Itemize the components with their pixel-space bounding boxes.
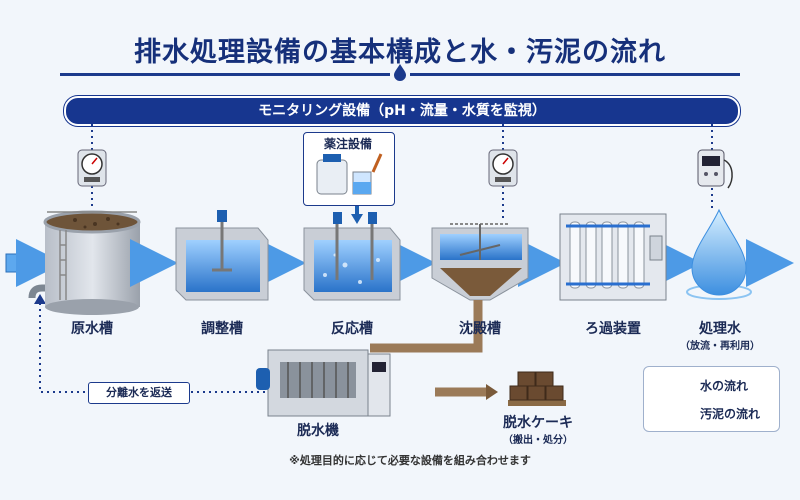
raw-water-tank xyxy=(43,210,141,315)
label-dewatering: 脱水機 xyxy=(297,423,339,439)
chemical-dosing-label: 薬注設備 xyxy=(307,135,389,152)
pressure-gauge-icon xyxy=(77,149,107,187)
return-arrowhead xyxy=(34,294,46,304)
legend: 水の流れ 汚泥の流れ xyxy=(643,366,780,432)
label-adjust-tank: 調整槽 xyxy=(201,321,243,337)
label-filtration: ろ過装置 xyxy=(585,321,641,337)
label-raw-tank: 原水槽 xyxy=(71,321,113,337)
water-quality-meter-icon xyxy=(697,149,733,189)
pressure-gauge-icon xyxy=(488,149,518,187)
dewatering-machine xyxy=(256,349,391,417)
chemical-dosing-icon xyxy=(316,153,383,195)
label-reaction-tank: 反応槽 xyxy=(331,321,373,337)
page-title: 排水処理設備の基本構成と水・汚泥の流れ xyxy=(134,37,666,68)
filtration-unit xyxy=(559,213,667,301)
title-rule-right xyxy=(410,73,740,76)
label-treated-water-note: （放流・再利用） xyxy=(680,341,760,352)
title-rule-left xyxy=(60,73,390,76)
settling-tank xyxy=(431,223,529,301)
reaction-tank xyxy=(303,212,401,301)
footnote: ※処理目的に応じて必要な設備を組み合わせます xyxy=(289,454,531,467)
cake-pallet xyxy=(508,371,566,406)
sludge-pipes xyxy=(370,300,488,397)
label-cake: 脱水ケーキ xyxy=(503,415,573,431)
adjustment-tank xyxy=(175,210,269,301)
return-water-label: 分離水を返送 xyxy=(88,382,190,404)
monitor-connectors xyxy=(39,124,713,393)
legend-sludge-label: 汚泥の流れ xyxy=(700,407,761,421)
label-treated-water: 処理水 xyxy=(699,321,741,337)
title-drop-icon xyxy=(394,64,406,81)
water-drop-icon xyxy=(686,208,752,300)
label-settling-tank: 沈殿槽 xyxy=(459,321,501,337)
monitoring-bar: モニタリング設備（pH・流量・水質を監視） xyxy=(64,96,740,126)
label-cake-note: （搬出・処分） xyxy=(503,435,573,446)
legend-water-label: 水の流れ xyxy=(700,379,749,393)
